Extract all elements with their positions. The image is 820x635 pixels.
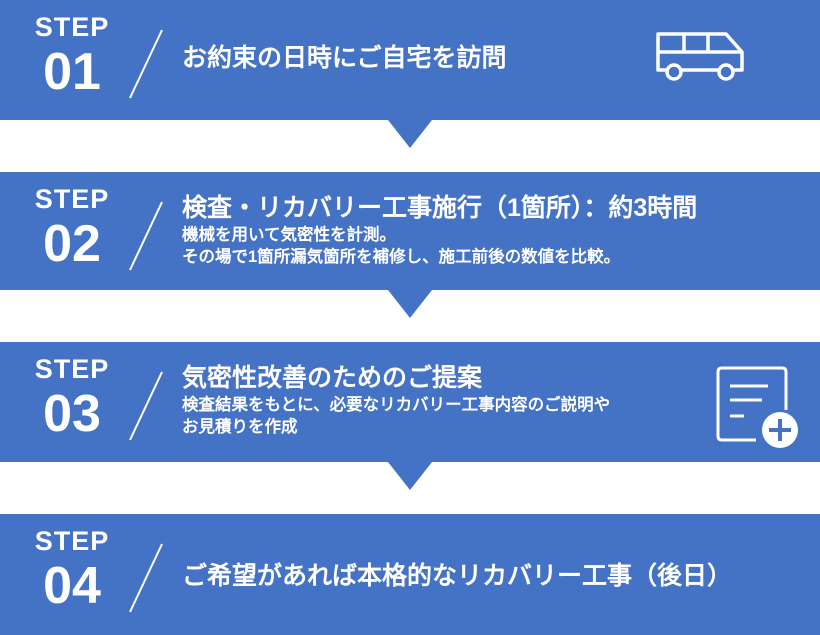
arrow-down [388, 120, 432, 148]
step-04: STEP 04 ご希望があれば本格的なリカバリー工事（後日） [0, 514, 820, 635]
document-add-icon [716, 366, 798, 448]
step-number: 02 [43, 215, 101, 273]
step-title: ご希望があれば本格的なリカバリー工事（後日） [182, 562, 733, 590]
van-icon [656, 32, 744, 81]
slash-divider [129, 371, 163, 441]
step-03: STEP 03 気密性改善のためのご提案 検査結果をもとに、必要なリカバリー工事… [0, 342, 820, 462]
step-label: STEP [34, 526, 110, 556]
step-label: STEP [34, 12, 110, 42]
step-badge: STEP 03 [22, 354, 122, 442]
step-desc: お見積りを作成 [182, 418, 298, 436]
step-label: STEP [34, 354, 110, 384]
step-badge: STEP 02 [22, 184, 122, 272]
step-title: お約束の日時にご自宅を訪問 [182, 44, 507, 72]
step-number: 04 [43, 557, 101, 615]
step-badge: STEP 01 [22, 12, 122, 100]
step-02: STEP 02 検査・リカバリー工事施行（1箇所）：約3時間 機械を用いて気密性… [0, 172, 820, 290]
slash-divider [129, 201, 163, 271]
slash-divider [129, 29, 163, 99]
step-desc: 検査結果をもとに、必要なリカバリー工事内容のご説明や [182, 396, 611, 414]
step-title: 気密性改善のためのご提案 [182, 364, 483, 392]
arrow-down [388, 290, 432, 318]
step-desc: 機械を用いて気密性を計測。 [182, 226, 397, 244]
step-desc: その場で1箇所漏気箇所を補修し、施工前後の数値を比較。 [182, 248, 621, 266]
slash-divider [129, 543, 163, 613]
step-badge: STEP 04 [22, 526, 122, 614]
step-number: 01 [43, 43, 101, 101]
step-title: 検査・リカバリー工事施行（1箇所）：約3時間 [182, 194, 698, 222]
step-label: STEP [34, 184, 110, 214]
step-01: STEP 01 お約束の日時にご自宅を訪問 [0, 0, 820, 120]
step-number: 03 [43, 385, 101, 443]
arrow-down [388, 462, 432, 490]
